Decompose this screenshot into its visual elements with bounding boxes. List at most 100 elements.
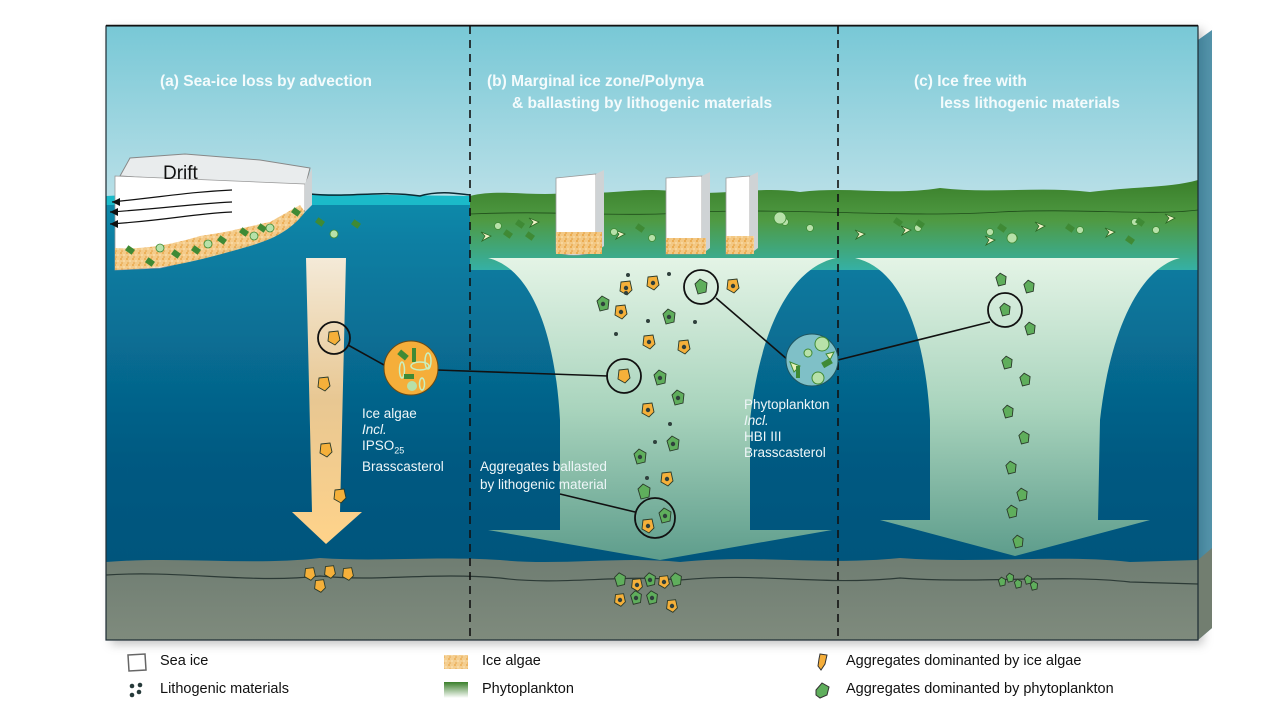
- panel-a-title: (a) Sea-ice loss by advection: [160, 73, 372, 90]
- lithogenic-particle: [600, 301, 606, 307]
- ice-algae-aggregate: [304, 567, 316, 581]
- phytoplankton-aggregate: [1023, 574, 1033, 585]
- phytoplankton-aggregate: [1018, 430, 1030, 445]
- lithogenic-particle: [653, 440, 657, 444]
- ice-algae-aggregate: [314, 579, 326, 593]
- lithogenic-particle: [669, 603, 675, 609]
- dinoflagellate-cell: [1034, 221, 1046, 233]
- phyto-label-line1: Phytoplankton: [744, 397, 830, 412]
- ice-algae-aggregate: [319, 442, 333, 458]
- phytoplankton-cell: [773, 211, 787, 225]
- dinoflagellate-cell: [1164, 213, 1176, 225]
- diatom-cell: [171, 249, 181, 259]
- ice-algae-inset: [383, 340, 439, 396]
- lithogenic-particle: [668, 422, 672, 426]
- legend-phytoplankton-label: Phytoplankton: [482, 681, 574, 697]
- lithogenic-particle: [647, 577, 653, 583]
- diatom-cell: [191, 245, 201, 255]
- phytoplankton-cell: [249, 231, 259, 241]
- phytoplankton-bloom-layer: [470, 180, 1198, 270]
- lithogenic-particle: [675, 395, 681, 401]
- phytoplankton-label: Phytoplankton Incl. HBI III Brasscastero…: [744, 397, 830, 461]
- ice-algae-label-line1: Ice algae: [362, 406, 417, 421]
- legend-lithogenic: Lithogenic materials: [126, 680, 289, 698]
- lithogenic-particle: [693, 320, 697, 324]
- lithogenic-particle: [633, 595, 639, 601]
- panel-c-title-line2: less lithogenic materials: [940, 95, 1121, 112]
- export-arrow-a: [292, 258, 362, 544]
- phytoplankton-aggregate: [694, 278, 708, 295]
- lithogenic-particle: [650, 280, 656, 286]
- phyto-label-line3: HBI III: [744, 429, 782, 444]
- ice-algae-label-incl: Incl.: [362, 422, 387, 437]
- phytoplankton-cell: [648, 234, 656, 242]
- diatom-cell: [351, 219, 361, 229]
- ballasted-label-line2: by lithogenic material: [480, 477, 607, 492]
- phytoplankton-aggregate: [1029, 580, 1039, 591]
- diatom-cell: [1125, 235, 1135, 245]
- phytoplankton-cell: [329, 229, 339, 239]
- legend-ice-algae: Ice algae: [442, 652, 541, 670]
- lithogenic-particle: [626, 273, 630, 277]
- lithogenic-particle: [667, 272, 671, 276]
- legend-sea-ice-label: Sea ice: [160, 653, 209, 669]
- phytoplankton-aggregate: [1019, 372, 1031, 387]
- diatom-cell: [915, 219, 925, 229]
- export-plume-c: [855, 258, 1180, 556]
- phytoplankton-aggregate: [997, 576, 1007, 587]
- diatom-cell: [515, 219, 525, 229]
- lithogenic-particle: [623, 285, 629, 291]
- legend-phytoplankton: Phytoplankton: [442, 680, 574, 698]
- phytoplankton-aggregate: [1013, 578, 1023, 589]
- diatom-cell: [1135, 217, 1145, 227]
- phytoplankton-cell: [155, 243, 165, 253]
- phyto-label-incl: Incl.: [744, 413, 769, 428]
- lithogenic-particle: [661, 579, 667, 585]
- lithogenic-particle: [666, 314, 672, 320]
- diatom-cell: [635, 223, 645, 233]
- ipso-label: IPSO: [362, 438, 395, 453]
- particles-layer: [125, 207, 1176, 613]
- phytoplankton-aggregate: [1005, 460, 1017, 475]
- phytoplankton-inset: [785, 333, 839, 387]
- ice-algae-aggregate-icon: [812, 652, 832, 671]
- phytoplankton-cell: [1006, 232, 1018, 244]
- legend-sea-ice: Sea ice: [126, 652, 209, 672]
- drift-arrows: [109, 189, 233, 225]
- ice-algae-aggregate: [617, 368, 631, 384]
- phytoplankton-aggregate: [670, 572, 682, 587]
- sea-ice-swatch-icon: [126, 652, 147, 672]
- diatom-cell: [239, 227, 249, 237]
- phytoplankton-swatch-icon: [442, 680, 468, 698]
- phytoplankton-aggregate-icon: [812, 680, 832, 699]
- ballasted-label-line1: Aggregates ballasted: [480, 459, 607, 474]
- phytoplankton-aggregate: [1005, 572, 1015, 583]
- lithogenic-particle: [618, 309, 624, 315]
- callout-circles: [317, 269, 1023, 539]
- phytoplankton-cell: [986, 228, 994, 236]
- dinoflagellate-cell: [1104, 227, 1116, 239]
- diatom-cell: [217, 235, 227, 245]
- diatom-cell: [1065, 223, 1075, 233]
- ipso-subscript: 25: [394, 445, 405, 456]
- panel-b-title-line1: (b) Marginal ice zone/Polynya: [487, 73, 705, 90]
- phytoplankton-aggregate: [1002, 404, 1014, 419]
- lithogenic-particle: [634, 582, 640, 588]
- lithogenic-particle: [657, 375, 663, 381]
- phytoplankton-aggregate: [637, 483, 651, 500]
- phytoplankton-aggregate: [1006, 504, 1018, 519]
- lithogenic-particle: [645, 523, 651, 529]
- lithogenic-particle: [645, 407, 651, 413]
- phytoplankton-aggregate: [999, 302, 1011, 317]
- connector-lines: [347, 297, 991, 513]
- legend-agg-phyto-label: Aggregates dominanted by phytoplankton: [846, 681, 1114, 697]
- phytoplankton-cell: [1152, 226, 1160, 234]
- dinoflagellate-cell: [984, 235, 996, 247]
- ice-algae-aggregate: [324, 565, 336, 579]
- lithogenic-particle: [646, 339, 652, 345]
- phyto-label-line4: Brasscasterol: [744, 445, 826, 460]
- phytoplankton-aggregate: [614, 572, 626, 587]
- phytoplankton-aggregate: [1024, 321, 1036, 336]
- dinoflagellate-cell: [480, 231, 492, 243]
